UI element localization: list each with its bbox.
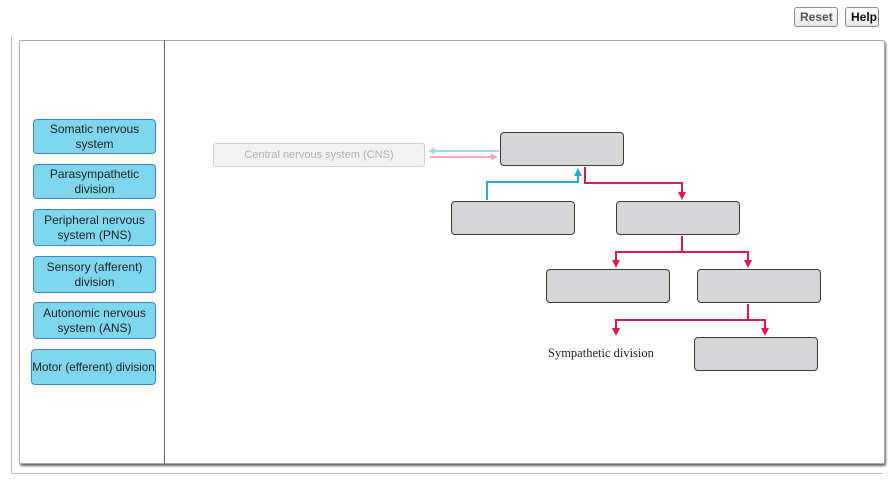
help-button[interactable]: Help — [845, 7, 879, 27]
motor-to-left-arrow — [612, 251, 682, 268]
sensory-arrow — [486, 168, 582, 200]
ans-to-sympathetic-arrow — [612, 319, 748, 336]
motor-to-right-arrow — [682, 251, 752, 268]
ans-to-right-arrow — [748, 319, 769, 336]
label-card-somatic[interactable]: Somatic nervous system — [33, 119, 156, 154]
drop-target-top[interactable] — [500, 132, 624, 166]
outer-left-rule — [11, 36, 12, 474]
cns-node: Central nervous system (CNS) — [213, 143, 425, 167]
label-card-motor[interactable]: Motor (efferent) division — [31, 349, 156, 385]
label-bank: Somatic nervous system Parasympathetic d… — [19, 40, 165, 464]
drop-target-right[interactable] — [616, 201, 740, 235]
label-card-pns[interactable]: Peripheral nervous system (PNS) — [33, 209, 156, 246]
sympathetic-division-label: Sympathetic division — [548, 346, 654, 360]
drop-target-motor-right[interactable] — [697, 269, 821, 303]
label-card-ans[interactable]: Autonomic nervous system (ANS) — [33, 302, 156, 339]
label-card-sensory[interactable]: Sensory (afferent) division — [33, 256, 156, 293]
motor-arrow — [584, 167, 686, 200]
reset-button[interactable]: Reset — [794, 7, 838, 27]
drop-target-left[interactable] — [451, 201, 575, 235]
label-card-parasympathetic[interactable]: Parasympathetic division — [33, 164, 156, 199]
outer-bottom-rule — [11, 473, 882, 474]
drop-target-bottom[interactable] — [694, 337, 818, 371]
drop-target-motor-left[interactable] — [546, 269, 670, 303]
